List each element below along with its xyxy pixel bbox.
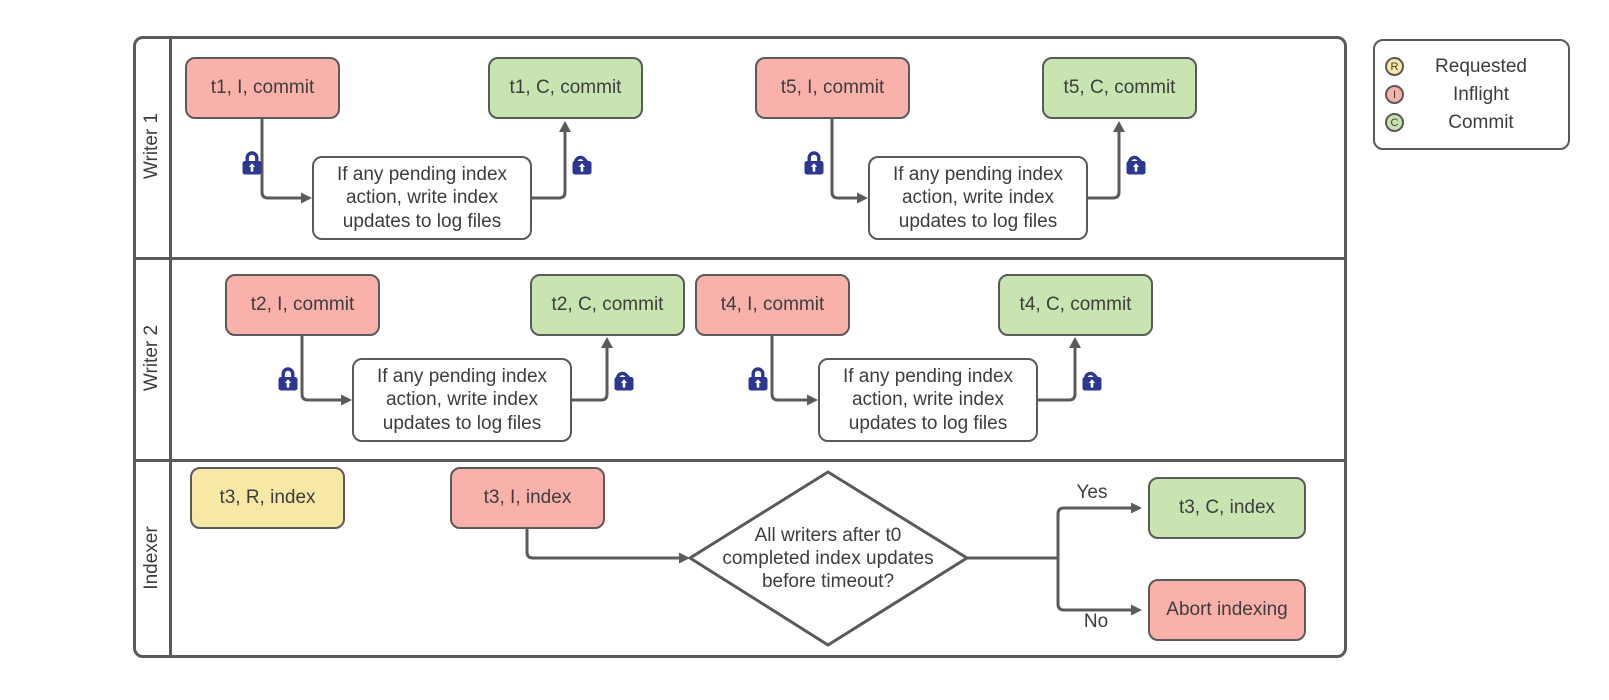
process-box-writer1-b: If any pending index action, write index… [868, 156, 1088, 240]
connector-process-to-t2c [570, 346, 609, 402]
legend-label-requested: Requested [1435, 55, 1527, 77]
node-t2-commit: t2, C, commit [530, 274, 685, 336]
lane-header-divider [169, 36, 172, 658]
lock-closed-icon [802, 151, 826, 176]
connector-yes-branch [1056, 506, 1133, 560]
connector-process-to-t4c [1036, 346, 1077, 402]
connector-process-to-t1c [530, 130, 567, 200]
connector-t3i-to-decision [525, 527, 681, 560]
legend-label-inflight: Inflight [1453, 83, 1509, 105]
node-t3-requested: t3, R, index [190, 467, 345, 529]
lock-open-icon [612, 369, 636, 392]
arrowhead [679, 552, 690, 564]
connector-process-to-t5c [1086, 130, 1121, 200]
connector-t4-to-process [770, 334, 809, 402]
lane-label-indexer: Indexer [141, 526, 162, 590]
requested-state-icon: R [1385, 57, 1404, 76]
node-t4-inflight: t4, I, commit [695, 274, 850, 336]
lock-closed-icon [276, 367, 300, 392]
arrowheads [301, 121, 1142, 616]
node-t2-inflight: t2, I, commit [225, 274, 380, 336]
decision-question: All writers after t0 completed index upd… [722, 525, 934, 593]
connector-t2-to-process [300, 334, 343, 402]
lane-label-writer2: Writer 2 [141, 324, 162, 392]
arrowhead [1131, 502, 1142, 514]
arrowhead [341, 394, 352, 406]
lane-separator-2 [133, 459, 1347, 462]
node-t3-inflight: t3, I, index [450, 467, 605, 529]
legend-item-inflight: I Inflight [1385, 84, 1558, 106]
legend: R Requested I Inflight C Commit [1373, 39, 1570, 150]
lane-separator-1 [133, 257, 1347, 260]
node-t1-inflight: t1, I, commit [185, 57, 340, 119]
node-t1-commit: t1, C, commit [488, 57, 643, 119]
no-label: No [1083, 611, 1109, 632]
node-t5-commit: t5, C, commit [1042, 57, 1197, 119]
lock-open-icon [570, 153, 594, 176]
yes-label: Yes [1076, 482, 1108, 503]
node-t4-commit: t4, C, commit [998, 274, 1153, 336]
process-box-writer2-a: If any pending index action, write index… [352, 358, 572, 442]
lock-closed-icon [746, 367, 770, 392]
legend-item-requested: R Requested [1385, 56, 1558, 78]
legend-item-commit: C Commit [1385, 112, 1558, 134]
node-t3-commit: t3, C, index [1148, 477, 1306, 539]
legend-label-commit: Commit [1448, 111, 1514, 133]
arrowhead [807, 394, 818, 406]
inflight-state-icon: I [1385, 85, 1404, 104]
connector-t5-to-process [830, 117, 859, 200]
process-box-writer2-b: If any pending index action, write index… [818, 358, 1038, 442]
decision-diamond [688, 470, 969, 647]
arrowhead [1131, 604, 1142, 616]
lock-closed-icon [240, 151, 264, 176]
connectors [260, 117, 1133, 612]
connector-no-branch [1056, 556, 1133, 612]
arrowhead [1069, 337, 1081, 348]
connector-t1-to-process [260, 117, 303, 200]
arrowhead [601, 337, 613, 348]
lock-open-icon [1124, 153, 1148, 176]
lock-open-icon [1080, 369, 1104, 392]
node-t5-inflight: t5, I, commit [755, 57, 910, 119]
arrowhead [857, 192, 868, 204]
arrowhead [559, 121, 571, 132]
node-abort-indexing: Abort indexing [1148, 579, 1306, 641]
arrowhead [301, 192, 312, 204]
process-box-writer1-a: If any pending index action, write index… [312, 156, 532, 240]
lane-label-writer1: Writer 1 [141, 112, 162, 180]
commit-state-icon: C [1385, 113, 1404, 132]
arrowhead [1113, 121, 1125, 132]
